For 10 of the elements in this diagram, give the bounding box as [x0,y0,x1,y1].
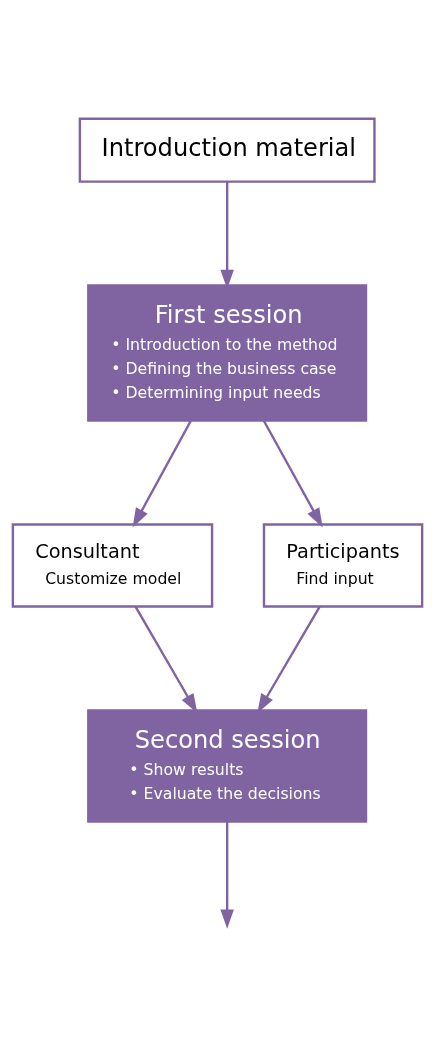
arrow [132,419,192,527]
node-box: Participants Find input [262,522,424,608]
arrow [134,605,198,713]
arrow [262,419,323,527]
node-box: First session • Introduction to the method • Defining the business case • Determining input needs [87,283,368,422]
arrow [220,821,234,929]
arrow [257,605,321,713]
node-box: Consultant Customize model [11,522,214,608]
node-box: Second session • Show results • Evaluate the decisions [87,708,368,823]
node-box: Introduction material [78,117,376,183]
